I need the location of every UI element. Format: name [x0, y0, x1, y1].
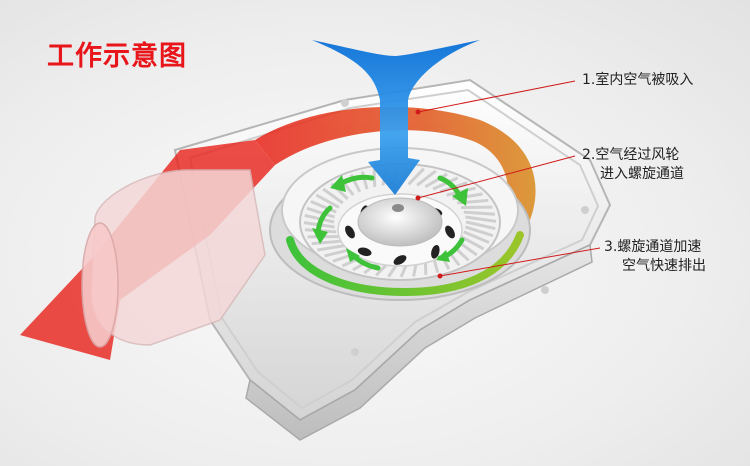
callout-fan: 2.空气经过风轮 进入螺旋通道 [582, 146, 684, 184]
callout-fan-line1: 2.空气经过风轮 [582, 147, 679, 163]
callout-fan-line2: 进入螺旋通道 [582, 165, 684, 184]
callout-spiral-line1: 3.螺旋通道加速 [604, 239, 701, 255]
fan-blade [464, 212, 495, 214]
callout-intake-text: 1.室内空气被吸入 [582, 72, 693, 88]
callout-intake: 1.室内空气被吸入 [582, 71, 693, 90]
callout-spiral-line2: 空气快速排出 [604, 257, 706, 276]
callout-spiral: 3.螺旋通道加速 空气快速排出 [604, 238, 706, 276]
